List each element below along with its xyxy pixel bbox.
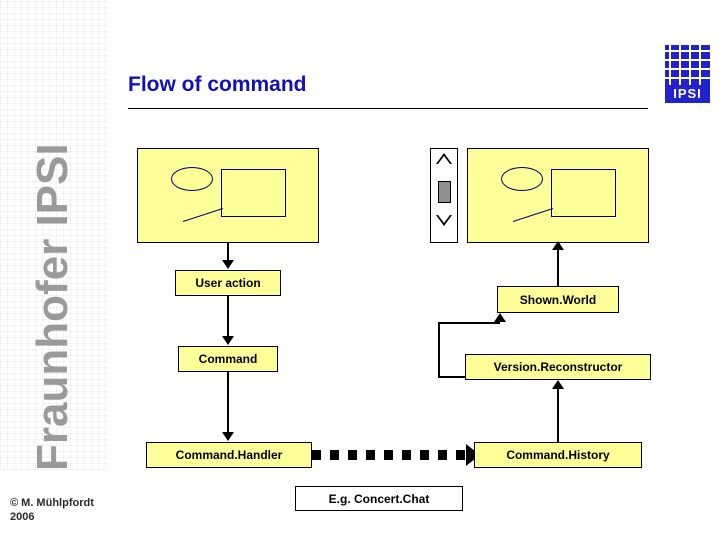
triangle-down-icon-inner <box>438 215 450 223</box>
brand-vertical-title: Fraunhofer IPSI <box>28 143 77 471</box>
footer-line-2: 2006 <box>10 511 35 523</box>
flow-box-shown-world-label: Shown.World <box>519 292 597 307</box>
footer-copyright: © M. Mühlpfordt 2006 <box>10 496 94 524</box>
arrow-command-to-handler-head <box>222 432 234 441</box>
brand-band-texture <box>0 0 108 470</box>
arrow-version-to-shown-world-line <box>438 322 440 378</box>
screenshot-panel-right <box>467 148 649 243</box>
arrow-history-to-version-line <box>557 389 559 442</box>
flow-box-version-reconstructor-label: Version.Reconstructor <box>493 360 623 374</box>
flow-box-user-action-label: User action <box>195 276 261 290</box>
flow-box-version-reconstructor[interactable]: Version.Reconstructor <box>465 354 651 380</box>
screenshot-panel-left <box>137 148 319 243</box>
page-title: Flow of command <box>128 73 307 96</box>
arrow-history-to-version-head <box>552 380 564 389</box>
flow-box-command-label: Command <box>198 352 258 366</box>
flow-box-example[interactable]: E.g. Concert.Chat <box>295 486 463 511</box>
footer-line-1: © M. Mühlpfordt <box>10 497 94 509</box>
arrow-version-to-shown-world-base <box>438 376 480 378</box>
dotted-arrow-line <box>312 450 467 460</box>
scrollbar-thumb[interactable] <box>438 181 451 203</box>
arrow-shown-world-to-panel-line <box>557 250 559 286</box>
scrollbar[interactable] <box>430 148 458 243</box>
flow-box-command-history[interactable]: Command.History <box>474 442 642 468</box>
arrow-version-to-shown-world-elbow <box>438 322 500 324</box>
flow-box-shown-world[interactable]: Shown.World <box>497 286 619 313</box>
panel-connector-line <box>182 208 224 222</box>
flow-box-command[interactable]: Command <box>178 346 278 372</box>
arrow-panel-to-user-action-line <box>227 243 229 262</box>
arrow-version-to-shown-world-head <box>494 313 506 322</box>
ipsi-logo: IPSI <box>665 45 710 103</box>
arrow-user-action-to-command-line <box>227 296 229 338</box>
panel-ellipse-icon <box>501 167 543 191</box>
arrow-shown-world-to-panel-head <box>552 241 564 250</box>
ipsi-logo-grid <box>665 45 710 85</box>
panel-connector-line <box>512 208 554 222</box>
panel-ellipse-icon <box>171 167 213 191</box>
flow-box-example-label: E.g. Concert.Chat <box>328 491 430 506</box>
flow-box-command-handler[interactable]: Command.Handler <box>146 442 312 468</box>
triangle-up-icon-inner <box>438 156 450 164</box>
arrow-panel-to-user-action-head <box>222 260 234 269</box>
flow-box-command-handler-label: Command.Handler <box>175 448 283 462</box>
panel-rect-icon <box>221 169 286 217</box>
brand-band: Fraunhofer IPSI <box>0 0 108 540</box>
panel-rect-icon <box>551 169 616 217</box>
flow-box-user-action[interactable]: User action <box>175 270 281 296</box>
flow-box-command-history-label: Command.History <box>506 448 610 462</box>
arrow-command-to-handler-line <box>227 372 229 434</box>
ipsi-logo-text: IPSI <box>665 85 710 103</box>
title-divider <box>128 108 648 109</box>
arrow-user-action-to-command-head <box>222 336 234 345</box>
